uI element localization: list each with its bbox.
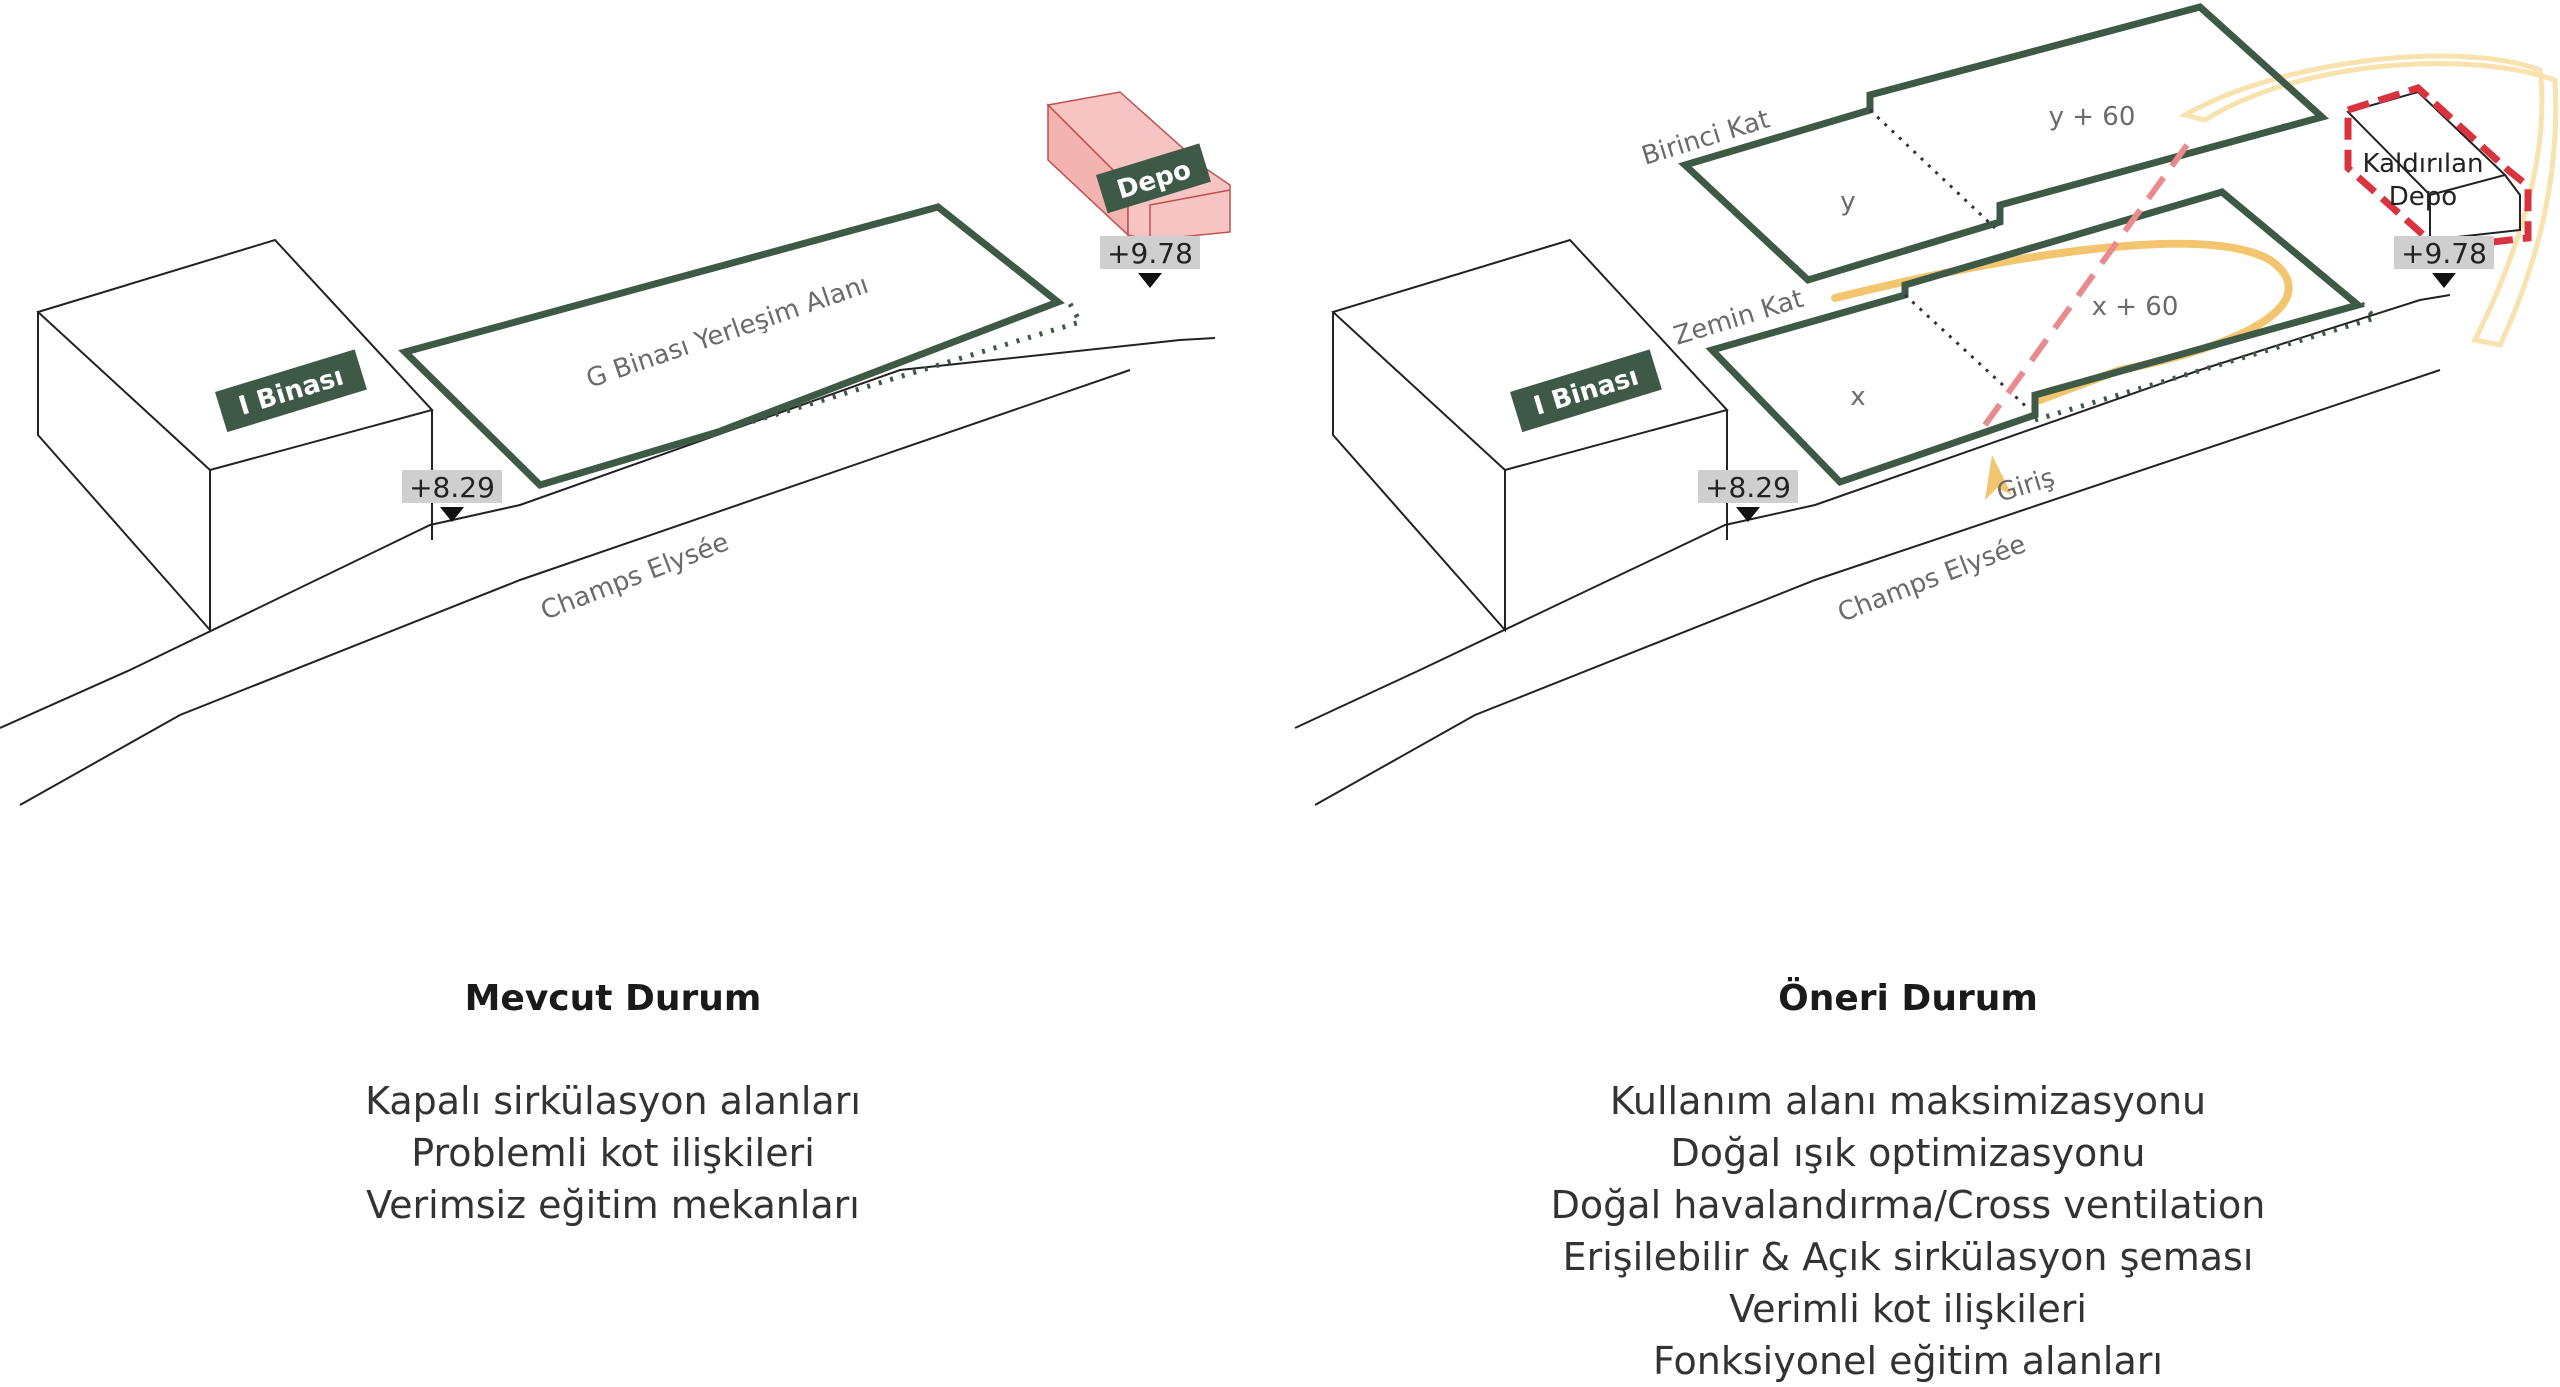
ground-floor-outline <box>1705 188 2366 487</box>
removed-depo-block: Kaldırılan Depo <box>2344 84 2532 252</box>
i-binasi-tag: I Binası <box>1510 349 1662 433</box>
level-high-label: +9.78 <box>2401 237 2487 270</box>
caption-right-line: Fonksiyonel eğitim alanları <box>1653 1339 2163 1383</box>
level-marker-high: +9.78 <box>1100 236 1200 288</box>
level-marker-low: +8.29 <box>1698 470 1798 522</box>
i-binasi-block <box>36 238 434 633</box>
level-marker-high: +9.78 <box>2394 236 2494 288</box>
street-edge-upper <box>0 337 1216 729</box>
right-panel: Champs Elysée I Binası Birinci Kat y y +… <box>1294 3 2559 806</box>
level-marker-low: +8.29 <box>402 470 502 522</box>
caption-right-line: Doğal ışık optimizasyonu <box>1670 1131 2146 1175</box>
caption-left-line: Verimsiz eğitim mekanları <box>366 1183 860 1227</box>
first-floor-outline <box>1678 3 2330 284</box>
i-binasi-tag: I Binası <box>215 349 367 433</box>
caption-left: Mevcut Durum Kapalı sirkülasyon alanları… <box>113 978 1113 1231</box>
level-low-label: +8.29 <box>409 471 495 504</box>
street-label: Champs Elysée <box>537 527 733 626</box>
removed-depo-label-1: Kaldırılan <box>2362 149 2483 179</box>
area-x60-label: x + 60 <box>2092 292 2179 322</box>
left-panel: Champs Elysée I Binası G Binası Yerleşim… <box>0 91 1231 806</box>
caption-left-title: Mevcut Durum <box>464 978 762 1019</box>
first-floor-divider <box>1868 108 1997 230</box>
street-edge-lower <box>1314 369 2441 806</box>
i-binasi-block <box>1331 238 1729 633</box>
area-x-label: x <box>1850 382 1865 412</box>
caption-right-line: Verimli kot ilişkileri <box>1729 1287 2087 1331</box>
entrance-marker: Giriş <box>1985 455 2058 509</box>
caption-right: Öneri Durum Kullanım alanı maksimizasyon… <box>1408 978 2408 1387</box>
area-y60-label: y + 60 <box>2049 102 2136 132</box>
ground-floor-dotted-edge <box>2034 300 2380 423</box>
street-label: Champs Elysée <box>1834 529 2030 628</box>
caption-right-line: Doğal havalandırma/Cross ventilation <box>1550 1183 2266 1227</box>
removed-depo-label-2: Depo <box>2389 182 2457 212</box>
level-low-label: +8.29 <box>1705 471 1791 504</box>
entrance-arrow-icon <box>1985 455 2012 500</box>
circulation-swoosh <box>2178 53 2559 348</box>
caption-left-line: Problemli kot ilişkileri <box>411 1131 815 1175</box>
street-edge-upper <box>1294 294 2451 729</box>
g-site-outline <box>398 203 1065 489</box>
section-line <box>1982 143 2190 427</box>
street-edge-lower <box>19 369 1131 806</box>
caption-right-title: Öneri Durum <box>1778 978 2038 1019</box>
level-high-label: +9.78 <box>1107 237 1193 270</box>
caption-left-line: Kapalı sirkülasyon alanları <box>365 1079 861 1123</box>
caption-right-line: Erişilebilir & Açık sirkülasyon şeması <box>1562 1235 2254 1279</box>
caption-right-line: Kullanım alanı maksimizasyonu <box>1609 1079 2207 1123</box>
area-y-label: y <box>1840 187 1855 217</box>
